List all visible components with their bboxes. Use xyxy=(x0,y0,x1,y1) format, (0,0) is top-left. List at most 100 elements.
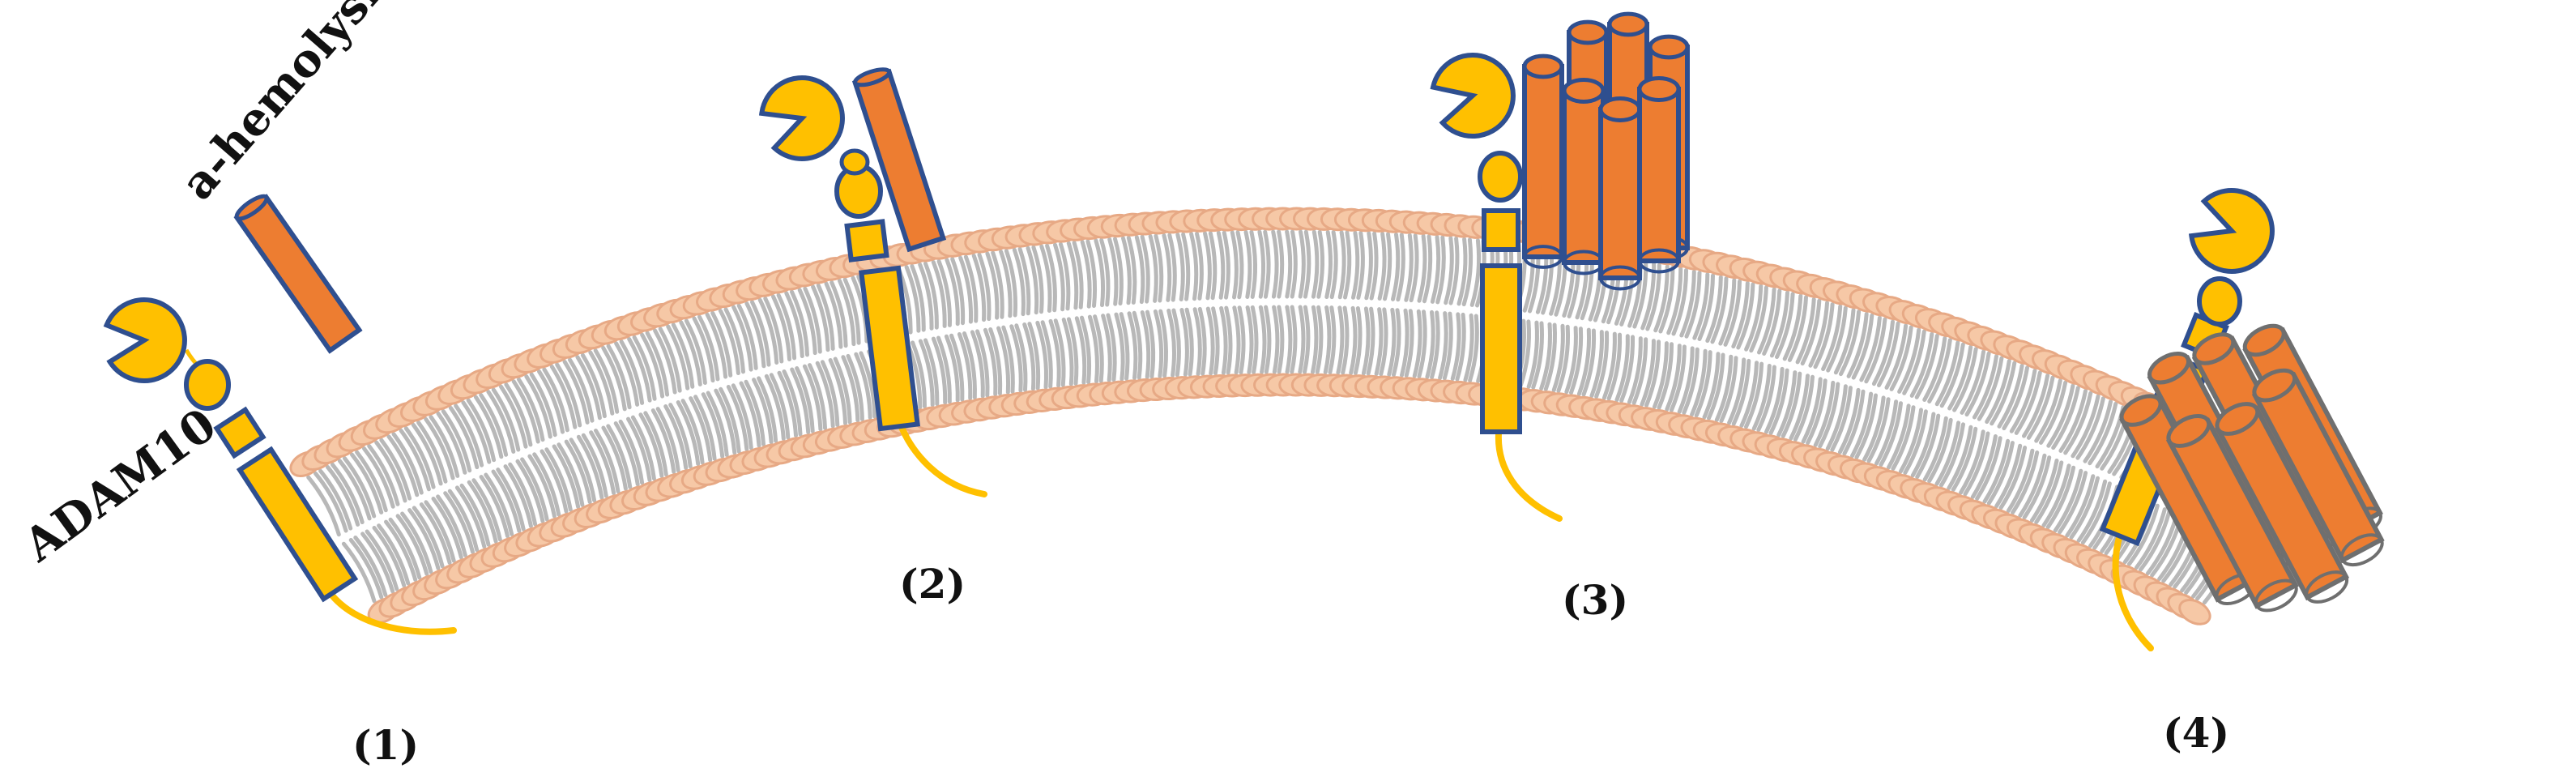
lipid-tail xyxy=(400,511,433,574)
lipid-tail xyxy=(384,519,418,582)
lipid-tail xyxy=(653,328,677,395)
step-2-label: (2) xyxy=(899,560,966,608)
lipid-tail xyxy=(1417,233,1427,303)
lipid-tail xyxy=(601,345,627,412)
step-2-toxin-binds-adam10 xyxy=(758,67,987,497)
lipid-tail xyxy=(2029,459,2059,523)
lipid-tail xyxy=(1927,338,1952,403)
lipid-tail xyxy=(562,360,590,425)
lipid-tail xyxy=(1053,318,1066,387)
lipid-tail xyxy=(1866,397,1891,463)
lipid-tail xyxy=(1997,363,2024,429)
lipid-tail xyxy=(1556,324,1571,393)
lipid-tail xyxy=(461,400,492,464)
lipid-tail xyxy=(820,360,840,428)
lipid-tail xyxy=(454,403,484,467)
lipid-tail xyxy=(859,351,877,419)
alpha-hemolysin-top-cap xyxy=(234,194,269,221)
lipid-tail xyxy=(963,254,979,323)
lipid-tail xyxy=(736,303,758,370)
lipid-tail xyxy=(1627,336,1643,404)
lipid-tail xyxy=(1012,247,1026,317)
lipid-tail xyxy=(1749,285,1768,353)
lipid-tail xyxy=(1040,320,1053,389)
lipid-tail xyxy=(576,434,604,500)
lipid-tail xyxy=(962,331,977,399)
lipid-tail xyxy=(1469,238,1482,307)
lipid-tail xyxy=(977,253,992,322)
lipid-tail xyxy=(1361,306,1371,376)
lipid-tail xyxy=(2045,465,2076,530)
lipid-tail xyxy=(1216,230,1226,300)
lipid-tail xyxy=(606,344,632,410)
lipid-tail xyxy=(643,411,668,477)
lipid-tail xyxy=(1589,330,1604,399)
lipid-tail xyxy=(436,494,467,557)
lipid-tails xyxy=(306,229,2273,605)
lipid-tail xyxy=(1897,327,1921,394)
lipid-tail xyxy=(1619,335,1636,403)
lipid-tail xyxy=(1145,310,1156,379)
lipid-tail xyxy=(763,297,784,364)
lipid-tail xyxy=(1731,281,1750,349)
lipid-tail xyxy=(996,326,1011,395)
lipid-tail xyxy=(484,472,514,536)
adam10-catalytic-domain xyxy=(1430,53,1516,139)
lipid-tail xyxy=(2006,448,2035,513)
lipid-tail xyxy=(1684,271,1702,339)
lipid-tail xyxy=(1959,429,1985,495)
alpha-hemolysin-protomer xyxy=(2165,414,2299,613)
lipid-tail xyxy=(1947,344,1973,411)
lipid-tail xyxy=(723,307,745,374)
lipid-tail xyxy=(313,471,348,533)
lipid-tail xyxy=(1425,310,1435,379)
lipid-tail xyxy=(830,280,848,348)
lipid-tail xyxy=(1303,229,1311,299)
lipid-tail xyxy=(436,411,467,475)
lipid-tail xyxy=(718,309,740,375)
lipid-tail xyxy=(511,379,540,444)
step-3-heptamer-assembly xyxy=(1430,11,1690,522)
lipid-tail xyxy=(1383,232,1392,301)
lipid-tail xyxy=(2088,401,2118,466)
adam10-cytoplasmic-tail xyxy=(896,418,987,497)
lipid-tail xyxy=(503,464,533,528)
lipid-tail xyxy=(1739,361,1759,428)
lipid-tail xyxy=(355,450,388,513)
lipid-tail xyxy=(1315,305,1324,374)
lipid-tail xyxy=(1830,386,1853,452)
lipid-tail xyxy=(797,288,817,356)
lipid-tail xyxy=(2022,374,2050,438)
lipid-tail xyxy=(846,353,864,421)
lipid-tail xyxy=(1837,387,1861,455)
lipid-tail xyxy=(1731,358,1751,426)
lipid-tail xyxy=(1768,368,1789,435)
lipid-tail xyxy=(1846,312,1869,378)
lipid-tail xyxy=(403,426,436,489)
lipid-tail xyxy=(1009,324,1023,393)
lipid-tail xyxy=(2046,383,2075,448)
lipid-tail xyxy=(1658,265,1675,334)
lipid-tail xyxy=(1719,356,1738,424)
lipid-tail xyxy=(1764,366,1785,434)
lipid-tail xyxy=(1879,401,1903,467)
lipid-tail xyxy=(568,357,595,423)
step-3-label: (3) xyxy=(1562,576,1628,624)
lipid-tail xyxy=(1027,322,1041,391)
lipid-tail xyxy=(1795,297,1816,365)
alpha-hemolysin-label: a-hemolysin xyxy=(171,0,413,210)
lipid-tail xyxy=(1243,230,1252,299)
lipid-tail xyxy=(2018,453,2047,518)
lipid-tail xyxy=(752,378,774,445)
adam10-disintegrin-domain xyxy=(2197,276,2242,327)
lipid-tail xyxy=(816,283,835,351)
lipid-tail xyxy=(1181,232,1191,301)
lipid-tail xyxy=(757,297,779,365)
lipid-tail xyxy=(1666,267,1683,335)
alpha-hemolysin-protomer xyxy=(1637,76,1681,274)
lipid-tail xyxy=(983,327,998,396)
lipid-tail xyxy=(1657,342,1674,410)
lipid-tail xyxy=(491,469,522,533)
adam10-catalytic-domain xyxy=(2188,188,2275,274)
lipid-tail xyxy=(1442,311,1453,381)
